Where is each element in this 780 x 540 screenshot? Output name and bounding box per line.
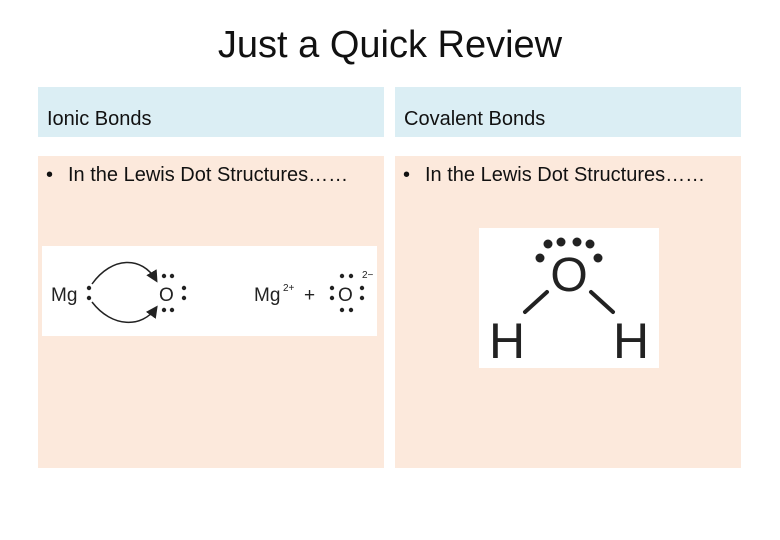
ionic-lewis-svg: Mg O Mg 2+ + O 2−	[51, 261, 374, 323]
ionic-bullet: • In the Lewis Dot Structures……	[46, 164, 348, 187]
anion-electron-dot	[348, 273, 354, 279]
anion-electron-dot	[359, 285, 365, 291]
anion-electron-dot	[339, 307, 345, 313]
cation-symbol: Mg	[254, 285, 280, 306]
ionic-bonds-header-label: Ionic Bonds	[47, 108, 152, 130]
anion-electron-dot	[359, 295, 365, 301]
o-electron-dot	[161, 307, 167, 313]
water-o-symbol: O	[550, 249, 587, 302]
covalent-lewis-diagram: O H H	[479, 228, 659, 369]
o-electron-dot	[181, 295, 187, 301]
anion-electron-dot	[329, 285, 335, 291]
lone-pair-dot	[593, 253, 603, 263]
ionic-bonds-panel: • In the Lewis Dot Structures…… Mg O	[38, 156, 384, 468]
o-electron-dot	[169, 307, 175, 313]
water-h-left: H	[489, 313, 525, 368]
ionic-mg-symbol: Mg	[51, 285, 77, 306]
covalent-bullet-text: In the Lewis Dot Structures……	[425, 164, 706, 186]
covalent-bonds-panel: • In the Lewis Dot Structures…… O H H	[395, 156, 741, 468]
anion-electron-dot	[339, 273, 345, 279]
anion-electron-dot	[348, 307, 354, 313]
lone-pair-dot	[543, 239, 553, 249]
o-electron-dot	[169, 273, 175, 279]
ionic-lewis-diagram: Mg O Mg 2+ + O 2−	[42, 246, 377, 336]
anion-symbol: O	[338, 285, 353, 306]
covalent-bonds-header-label: Covalent Bonds	[404, 108, 546, 130]
anion-charge: 2−	[362, 270, 374, 281]
o-electron-dot	[161, 273, 167, 279]
lone-pair-dot	[535, 253, 545, 263]
ionic-o-symbol: O	[159, 285, 174, 306]
covalent-bonds-header: Covalent Bonds	[395, 87, 741, 137]
bullet-marker: •	[403, 164, 411, 186]
anion-electron-dot	[329, 295, 335, 301]
lone-pair-dot	[556, 237, 566, 247]
o-h-bond-left	[523, 290, 549, 314]
ionic-bullet-text: In the Lewis Dot Structures……	[68, 164, 349, 186]
o-h-bond-right	[589, 290, 615, 314]
cation-charge: 2+	[283, 283, 295, 294]
water-h-right: H	[613, 313, 649, 368]
mg-electron-dot	[86, 285, 92, 291]
mg-electron-dot	[86, 295, 92, 301]
plus-sign: +	[304, 285, 315, 306]
bullet-marker: •	[46, 164, 54, 186]
o-electron-dot	[181, 285, 187, 291]
electron-transfer-arrow-bottom	[91, 301, 158, 323]
ionic-bonds-header: Ionic Bonds	[38, 87, 384, 137]
covalent-bullet: • In the Lewis Dot Structures……	[403, 164, 705, 187]
electron-transfer-arrow-top	[91, 261, 158, 285]
water-lewis-svg: O H H	[489, 237, 649, 369]
lone-pair-dot	[572, 237, 582, 247]
lone-pair-dot	[585, 239, 595, 249]
slide-title: Just a Quick Review	[217, 24, 563, 66]
